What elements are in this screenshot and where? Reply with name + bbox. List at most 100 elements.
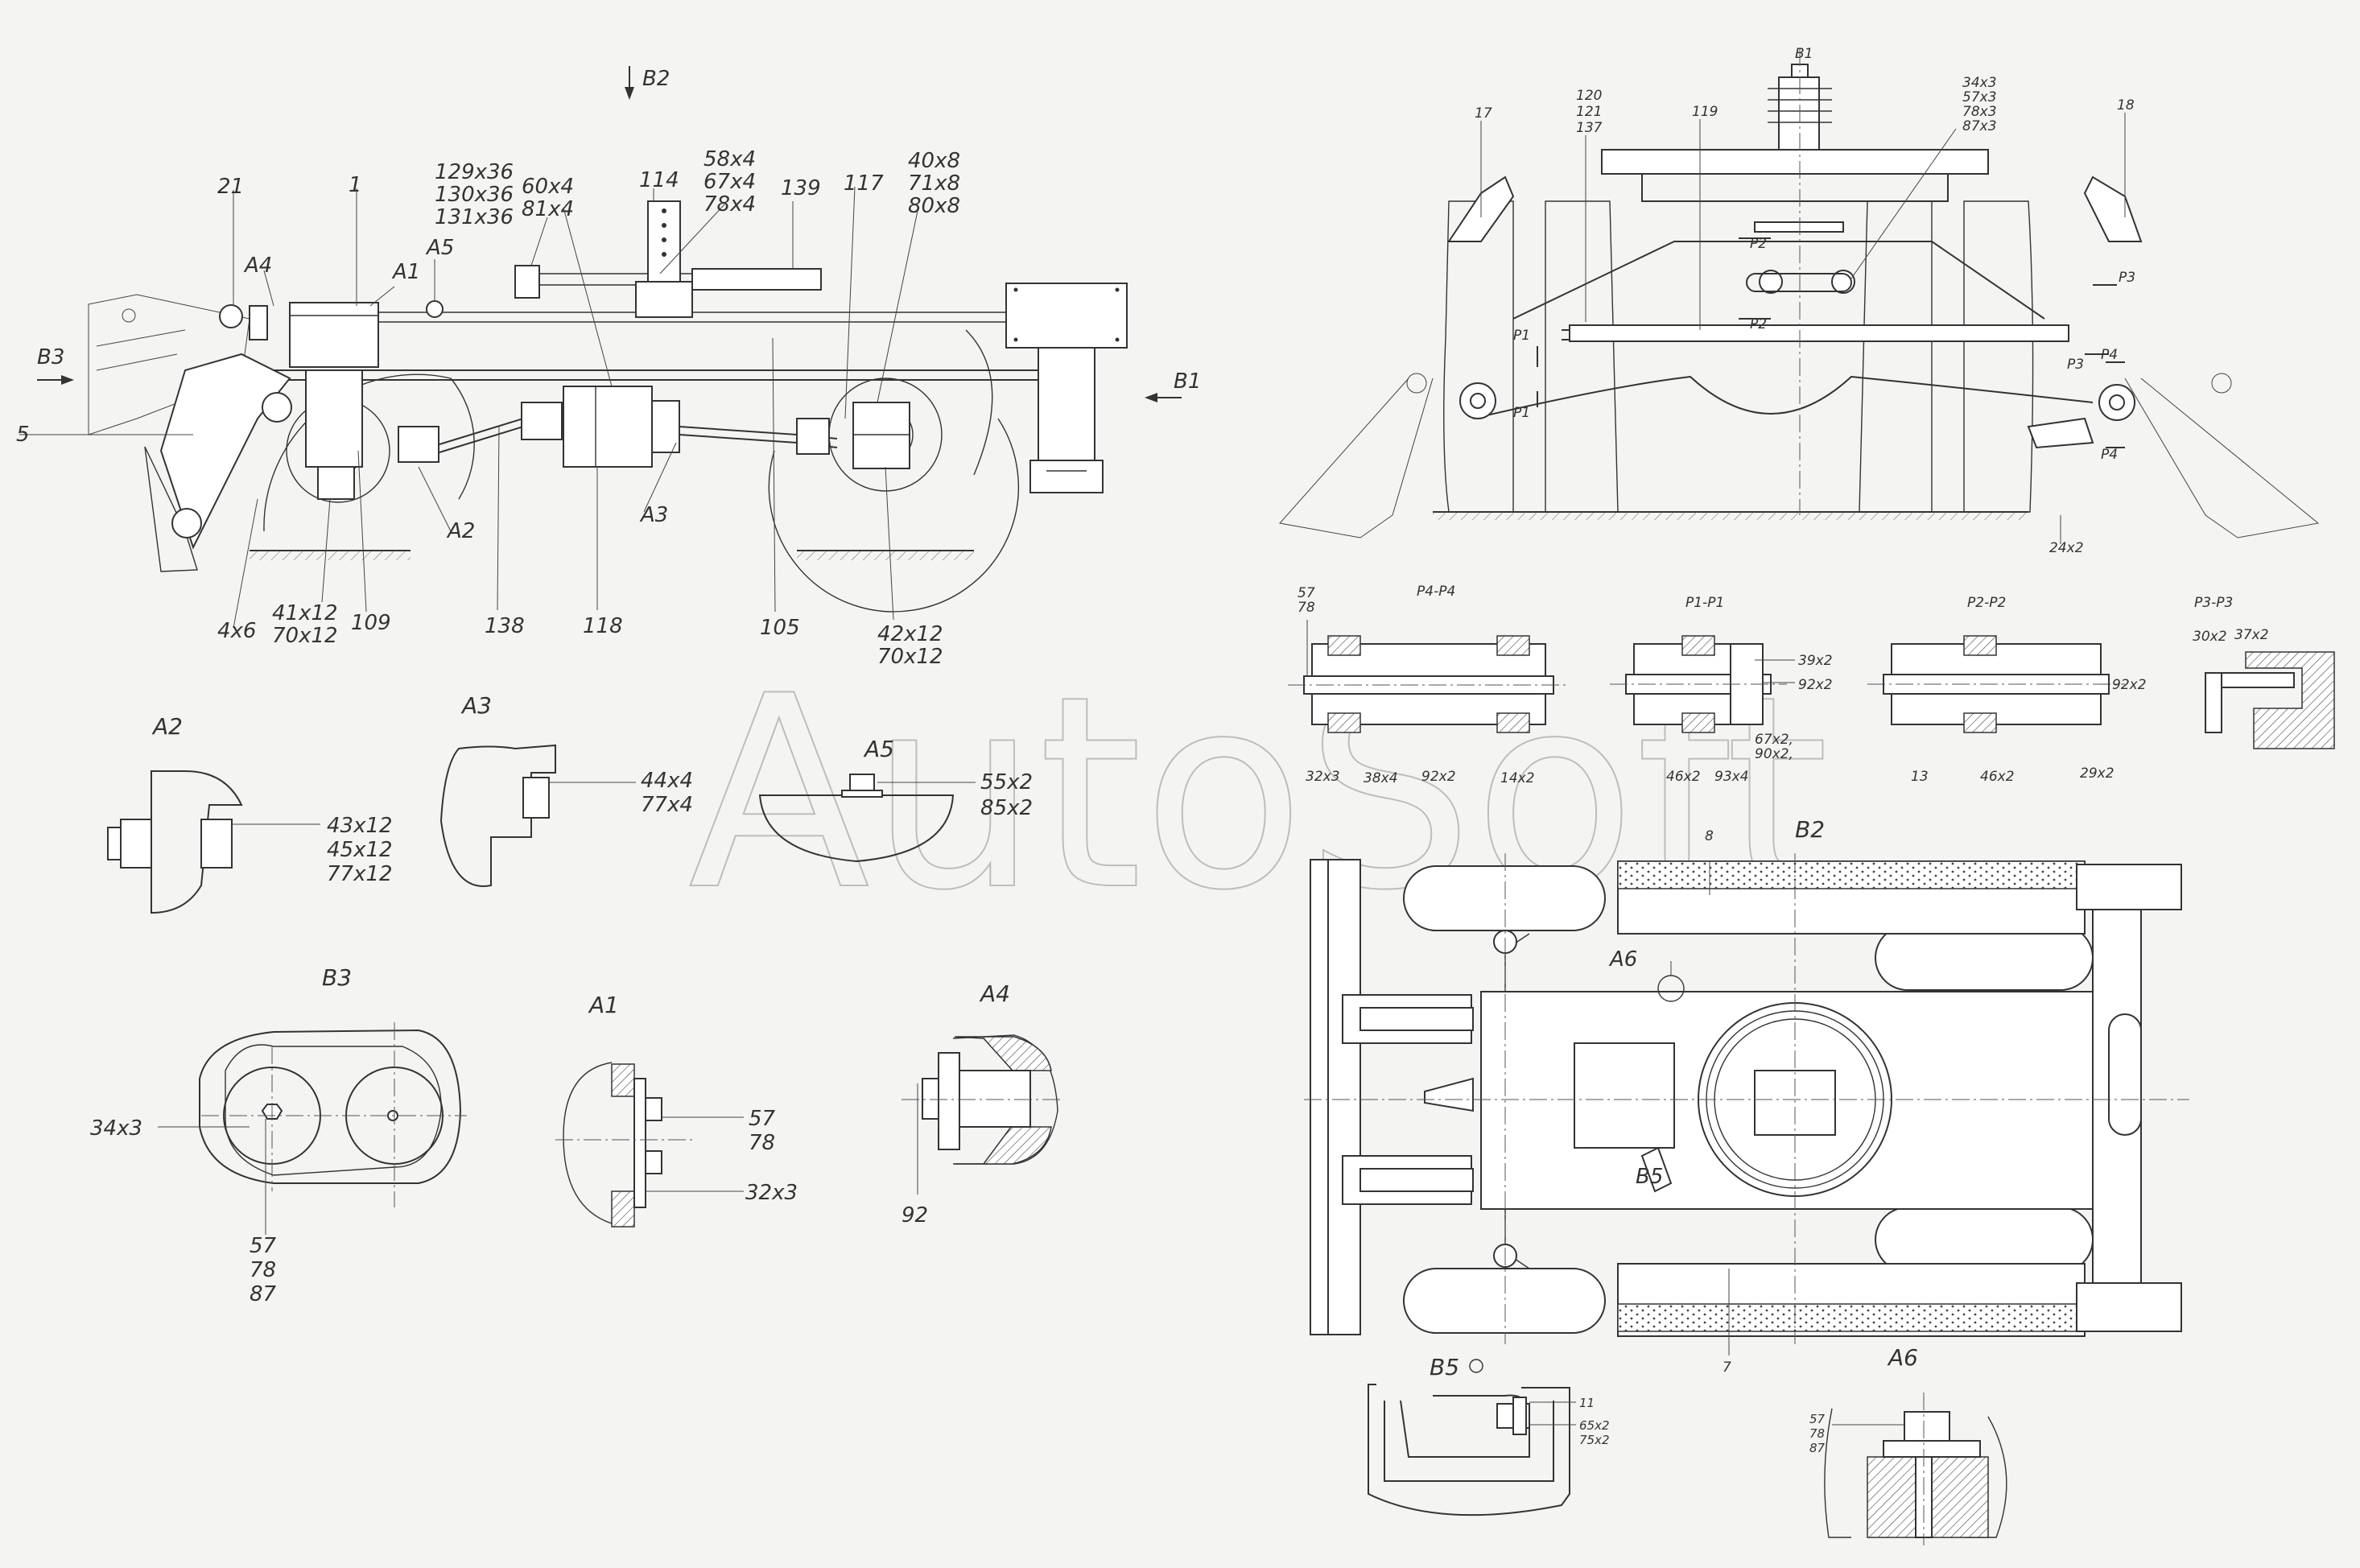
svg-text:87x3: 87x3 <box>1962 118 1997 134</box>
svg-text:18: 18 <box>2117 97 2135 113</box>
svg-text:67x2,: 67x2, <box>1755 732 1793 748</box>
section-p1: P1-P1 39x2 92x2 67x2, 90x2, 46x2 93x4 <box>1610 595 1833 785</box>
section-p4-title: P4-P4 <box>1417 584 1455 600</box>
svg-text:65x2: 65x2 <box>1579 1418 1610 1433</box>
svg-text:P2: P2 <box>1750 236 1767 252</box>
detail-a6-title: A6 <box>1887 1344 1918 1371</box>
detail-b3-title: B3 <box>322 964 352 991</box>
plan-view-title: B2 <box>1795 816 1825 843</box>
svg-text:137: 137 <box>1576 120 1603 136</box>
svg-text:57: 57 <box>250 1234 277 1258</box>
svg-text:92x2: 92x2 <box>2112 677 2147 693</box>
svg-text:8: 8 <box>1705 828 1714 844</box>
svg-text:34x3: 34x3 <box>1962 75 1997 91</box>
svg-text:93x4: 93x4 <box>1714 769 1749 785</box>
svg-text:75x2: 75x2 <box>1579 1433 1610 1447</box>
label-a4: A4 <box>243 254 272 278</box>
svg-text:P1: P1 <box>1513 328 1530 344</box>
label-a1: A1 <box>391 260 420 284</box>
label-21: 21 <box>217 175 244 199</box>
detail-a4: A4 92 <box>902 980 1062 1228</box>
svg-text:29x2: 29x2 <box>2080 765 2115 782</box>
svg-text:32x3: 32x3 <box>1306 769 1340 785</box>
plan-view-b2: B2 <box>1304 816 2189 1376</box>
svg-text:121: 121 <box>1576 104 1602 120</box>
label-109: 109 <box>351 611 391 635</box>
detail-a2: A2 43x12 45x12 77x12 <box>107 713 393 914</box>
detail-a5-title: A5 <box>863 736 894 762</box>
svg-text:77x12: 77x12 <box>327 862 393 886</box>
svg-text:A6: A6 <box>1608 947 1637 972</box>
svg-text:119: 119 <box>1692 104 1718 120</box>
svg-text:B1: B1 <box>1174 369 1201 394</box>
svg-text:P4: P4 <box>2101 447 2118 463</box>
detail-a4-title: A4 <box>979 980 1010 1007</box>
label-a5: A5 <box>425 236 454 260</box>
detail-a1-title: A1 <box>588 992 619 1018</box>
label-118: 118 <box>583 614 623 638</box>
svg-text:92: 92 <box>902 1203 928 1228</box>
label-70x12: 70x12 <box>272 624 338 648</box>
svg-text:39x2: 39x2 <box>1798 653 1833 669</box>
detail-b5: B5 11 65x2 75x2 <box>1368 1354 1610 1516</box>
svg-text:55x2: 55x2 <box>980 770 1033 794</box>
svg-text:57: 57 <box>1809 1412 1826 1426</box>
label-70x12-b: 70x12 <box>877 645 943 669</box>
svg-text:11: 11 <box>1579 1396 1595 1410</box>
svg-text:85x2: 85x2 <box>980 796 1033 820</box>
view-arrow-b1: B1 <box>1145 369 1201 402</box>
svg-text:B3: B3 <box>37 345 64 369</box>
detail-a1: A1 57 78 32x3 <box>555 992 798 1228</box>
svg-text:46x2: 46x2 <box>1666 769 1701 785</box>
view-arrow-b3: B3 <box>37 345 74 385</box>
svg-text:44x4: 44x4 <box>641 769 693 793</box>
label-138: 138 <box>485 614 525 638</box>
label-5: 5 <box>16 423 30 447</box>
svg-text:17: 17 <box>1475 105 1492 122</box>
label-129x36: 129x36 <box>435 160 514 184</box>
svg-text:37x2: 37x2 <box>2234 627 2269 643</box>
svg-text:87: 87 <box>250 1282 277 1306</box>
label-71x8: 71x8 <box>908 171 960 196</box>
label-131x36: 131x36 <box>435 205 514 229</box>
label-a3: A3 <box>639 503 668 527</box>
detail-a2-title: A2 <box>151 713 183 740</box>
svg-text:24x2: 24x2 <box>2049 540 2084 556</box>
label-117: 117 <box>844 171 884 196</box>
svg-text:7: 7 <box>1723 1360 1731 1376</box>
svg-text:92x2: 92x2 <box>1421 769 1456 785</box>
svg-text:78: 78 <box>250 1258 276 1282</box>
label-78x4: 78x4 <box>703 192 756 217</box>
label-42x12: 42x12 <box>877 622 943 646</box>
section-p1-title: P1-P1 <box>1685 595 1724 611</box>
svg-text:78: 78 <box>1809 1426 1825 1441</box>
section-p3-title: P3-P3 <box>2194 595 2233 611</box>
detail-b5-title: B5 <box>1430 1354 1459 1380</box>
svg-text:90x2,: 90x2, <box>1755 746 1793 762</box>
svg-text:120: 120 <box>1576 88 1602 104</box>
svg-text:P3: P3 <box>2119 270 2135 286</box>
section-p2: P2-P2 92x2 13 46x2 29x2 <box>1867 595 2147 785</box>
svg-text:78x3: 78x3 <box>1962 104 1997 120</box>
svg-text:34x3: 34x3 <box>90 1116 142 1141</box>
detail-a3-title: A3 <box>460 692 492 719</box>
detail-a5: A5 55x2 85x2 <box>758 736 1033 863</box>
section-p3: P3-P3 30x2 37x2 <box>2193 595 2335 749</box>
detail-b3: B3 34x3 57 78 87 <box>90 964 467 1306</box>
svg-text:P4: P4 <box>2101 347 2118 363</box>
svg-text:14x2: 14x2 <box>1500 770 1535 786</box>
label-67x4: 67x4 <box>703 170 756 194</box>
label-105: 105 <box>760 616 800 640</box>
section-p4: P4-P4 57 78 32x3 38x4 92x2 14x2 <box>1288 584 1570 786</box>
svg-text:38x4: 38x4 <box>1364 770 1398 786</box>
front-view-b1: B1 <box>1279 46 2320 556</box>
label-80x8: 80x8 <box>908 194 960 218</box>
label-60x4: 60x4 <box>522 175 574 199</box>
label-41x12: 41x12 <box>272 601 338 625</box>
label-139: 139 <box>781 176 821 200</box>
svg-text:B5: B5 <box>1636 1165 1663 1189</box>
svg-text:78: 78 <box>1298 600 1315 616</box>
svg-text:57: 57 <box>1298 585 1315 601</box>
label-4x6: 4x6 <box>217 619 256 643</box>
